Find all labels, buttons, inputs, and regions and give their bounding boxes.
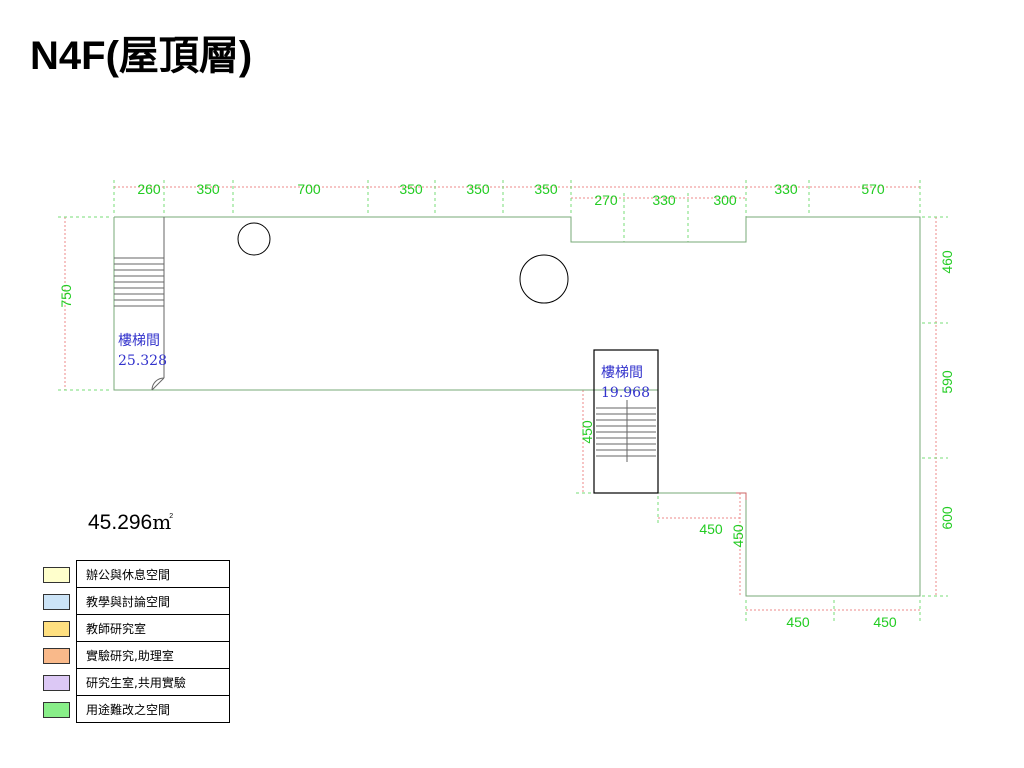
legend-label-5: 研究生室,共用實驗 — [76, 668, 230, 696]
dim-inner-height: 450 — [730, 524, 746, 548]
dim-right-1: 460 — [939, 250, 955, 274]
legend-swatch-6 — [43, 702, 70, 718]
dim-top-5: 350 — [466, 181, 490, 197]
total-area-superscript: 2 — [169, 513, 174, 520]
room-name-east-stair: 樓梯間 — [601, 365, 643, 381]
dim-top-8: 570 — [861, 181, 885, 197]
legend-label-1: 辦公與休息空間 — [76, 560, 230, 588]
west-stair — [114, 217, 165, 391]
room-area-east-stair: 19.968 — [601, 385, 650, 401]
legend-swatch-2 — [43, 594, 70, 610]
dim-bottom-2: 450 — [873, 614, 897, 630]
dim-notch-1: 270 — [594, 192, 618, 208]
total-area-unit: m — [152, 510, 172, 534]
east-stair — [593, 349, 659, 494]
legend-label-2: 教學與討論空間 — [76, 587, 230, 615]
page-title: N4F(屋頂層) — [30, 34, 253, 78]
room-name-west-stair: 樓梯間 — [118, 333, 160, 349]
dim-left: 750 — [58, 284, 74, 308]
dim-top-7: 330 — [774, 181, 798, 197]
extension-lines — [58, 180, 948, 624]
legend-swatch-4 — [43, 648, 70, 664]
dim-inner-width: 450 — [699, 521, 723, 537]
dim-notch-3: 300 — [713, 192, 737, 208]
building-outline — [113, 216, 921, 597]
legend-label-6: 用途難改之空間 — [76, 695, 230, 723]
dim-right-3: 600 — [939, 506, 955, 530]
legend-swatch-3 — [43, 621, 70, 637]
legend-table: 辦公與休息空間 教學與討論空間 教師研究室 實驗研究,助理室 研究生室,共用實驗… — [76, 560, 230, 723]
total-area-value: 45.296 — [88, 511, 153, 534]
legend-swatch-5 — [43, 675, 70, 691]
dim-bottom-1: 450 — [786, 614, 810, 630]
legend-label-4: 實驗研究,助理室 — [76, 641, 230, 669]
legend-label-3: 教師研究室 — [76, 614, 230, 642]
dim-notch-2: 330 — [652, 192, 676, 208]
legend-swatch-1 — [43, 567, 70, 583]
corner-mark — [736, 492, 747, 500]
roof-opening-large — [519, 254, 569, 304]
dim-top-2: 350 — [196, 181, 220, 197]
dim-right-2: 590 — [939, 370, 955, 394]
dim-top-1: 260 — [137, 181, 161, 197]
room-area-west-stair: 25.328 — [118, 353, 167, 369]
dim-top-6: 350 — [534, 181, 558, 197]
dim-top-4: 350 — [399, 181, 423, 197]
total-area: 45.296m2 — [88, 510, 173, 535]
dim-stair-height: 450 — [579, 420, 595, 444]
dimension-guides — [64, 186, 937, 611]
dim-top-3: 700 — [297, 181, 321, 197]
roof-opening-small — [237, 222, 271, 256]
